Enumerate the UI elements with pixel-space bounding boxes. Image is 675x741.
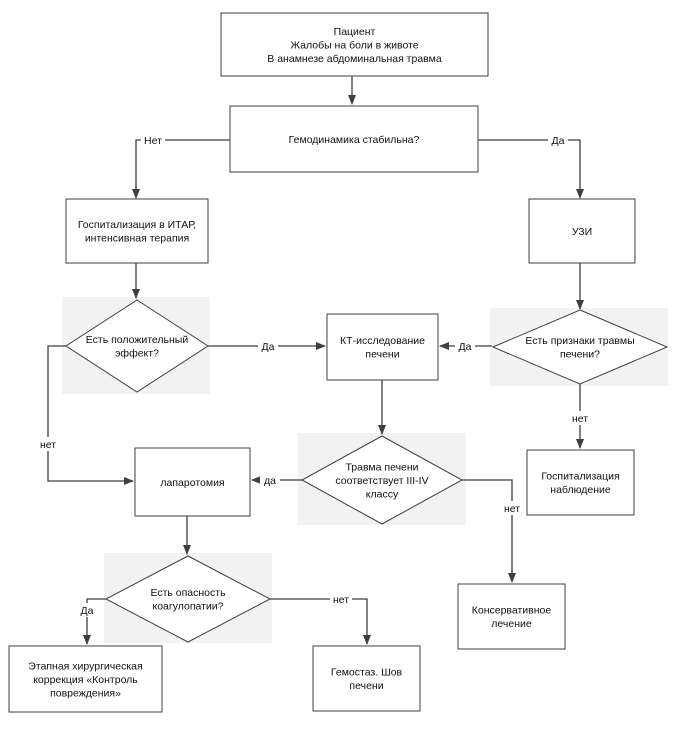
label-signs-yes: Да xyxy=(459,341,472,353)
label-coag-no: нет xyxy=(333,594,349,606)
label-hemo-yes: Да xyxy=(552,135,565,147)
node-ultrasound-label: УЗИ xyxy=(572,226,592,238)
node-text-line: Травма печени xyxy=(345,461,418,473)
node-conservative xyxy=(457,583,566,650)
node-text-line: интенсивная терапия xyxy=(85,233,189,245)
label-effect-yes: Да xyxy=(262,341,275,353)
edge-grade-no xyxy=(462,479,516,583)
node-damage-control xyxy=(8,645,163,713)
label-signs-no: нет xyxy=(572,413,588,425)
node-text: лапаротомия xyxy=(160,477,224,489)
edge-coag-yes xyxy=(83,598,106,645)
node-text-line: Этапная хирургическая xyxy=(28,660,142,672)
label-grade-yes: да xyxy=(264,475,276,487)
node-text: УЗИ xyxy=(572,226,592,238)
label-grade-no: нет xyxy=(504,503,520,515)
label-effect-no: нет xyxy=(40,439,56,451)
node-ultrasound xyxy=(528,198,636,264)
node-text-line: Госпитализация в ИТАР, xyxy=(78,219,196,231)
node-text: КТ-исследование печени xyxy=(340,335,425,361)
edge-hemodynamics-no xyxy=(132,139,230,199)
node-patient xyxy=(220,12,489,77)
node-text-line: Консервативное xyxy=(472,605,552,617)
node-liver-trauma-grade xyxy=(300,435,464,525)
node-positive-effect xyxy=(65,299,209,393)
node-coagulopathy-risk-label: Есть опасность коагулопатии? xyxy=(150,587,226,613)
node-text-line: Есть опасность xyxy=(150,587,226,599)
node-text-line: Госпитализация xyxy=(541,471,619,483)
node-liver-trauma-signs xyxy=(491,309,669,385)
node-text-line: соответствует III-IV xyxy=(335,475,428,487)
node-text-line: Гемостаз. Шов xyxy=(331,667,403,679)
node-text-line: коагулопатии? xyxy=(153,601,224,613)
node-text-line: эффект? xyxy=(115,348,159,360)
node-text-line: КТ-исследование xyxy=(340,335,425,347)
edge-labels: Нет Да Да нет Да нет да нет Да нет xyxy=(38,133,591,617)
edge-effect-no xyxy=(47,345,134,485)
node-text: Есть опасность коагулопатии? xyxy=(150,587,226,613)
node-hospitalization-observation xyxy=(526,449,635,516)
label-hemo-no: Нет xyxy=(144,135,162,147)
node-hospitalization-icu-label: Госпитализация в ИТАР, интенсивная терапи… xyxy=(78,219,196,245)
node-ct-liver xyxy=(326,313,439,381)
node-text: Госпитализация в ИТАР, интенсивная терапи… xyxy=(78,219,196,245)
node-positive-effect-label: Есть положительный эффект? xyxy=(86,334,189,360)
node-text-line: УЗИ xyxy=(572,226,592,238)
node-text-line: классу xyxy=(366,488,399,500)
node-coagulopathy-risk xyxy=(104,555,272,643)
node-text-line: Есть признаки травмы xyxy=(525,335,634,347)
node-text-line: коррекция «Контроль xyxy=(33,674,138,686)
node-text-line: Гемодинамика стабильна? xyxy=(289,134,420,146)
node-text-line: печени xyxy=(349,680,383,692)
node-text-line: лапаротомия xyxy=(160,477,224,489)
node-laparotomy-label: лапаротомия xyxy=(160,477,224,489)
node-text-line: В анамнезе абдоминальная травма xyxy=(267,53,442,65)
node-text-line: Жалобы на боли в животе xyxy=(290,39,418,51)
node-text-line: Есть положительный xyxy=(86,334,189,346)
node-text: Есть положительный эффект? xyxy=(86,334,189,360)
node-hospitalization-icu xyxy=(65,198,209,264)
node-text: Гемодинамика стабильна? xyxy=(289,134,420,146)
node-laparotomy xyxy=(134,447,251,517)
edge-hemodynamics-yes xyxy=(478,139,584,199)
node-text-line: печени? xyxy=(560,349,600,361)
node-hemodynamics xyxy=(229,105,479,173)
edge-coag-no xyxy=(270,598,371,645)
node-liver-trauma-signs-label: Есть признаки травмы печени? xyxy=(525,335,634,361)
node-text: Этапная хирургическая коррекция «Контроль… xyxy=(28,660,142,699)
node-ct-liver-label: КТ-исследование печени xyxy=(340,335,425,361)
node-text: Есть признаки травмы печени? xyxy=(525,335,634,361)
label-coag-yes: Да xyxy=(81,605,94,617)
node-hemodynamics-label: Гемодинамика стабильна? xyxy=(289,134,420,146)
node-text-line: наблюдение xyxy=(550,484,611,496)
node-text-line: повреждения» xyxy=(50,687,121,699)
node-damage-control-label: Этапная хирургическая коррекция «Контроль… xyxy=(28,660,142,699)
node-text-line: печени xyxy=(365,349,399,361)
node-hemostasis xyxy=(312,645,421,712)
node-text-line: лечение xyxy=(491,618,532,630)
node-text-line: Пациент xyxy=(334,26,376,38)
